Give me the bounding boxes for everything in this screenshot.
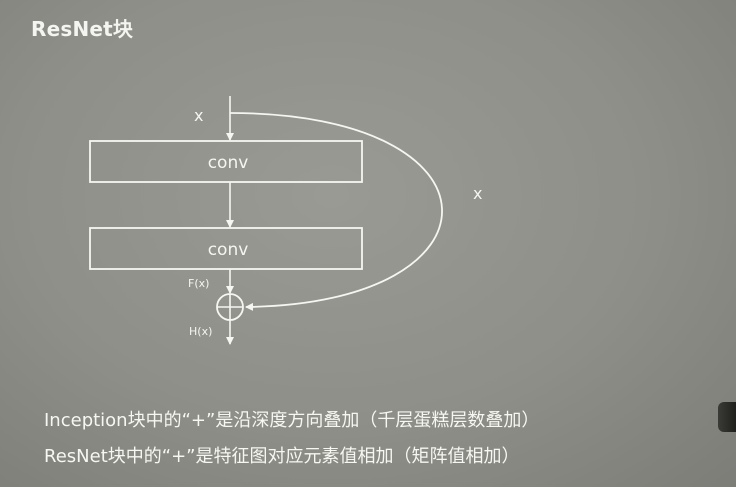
add-operation-icon [216, 293, 244, 321]
slide-title: ResNet块 [31, 17, 134, 41]
note-resnet: ResNet块中的“+”是特征图对应元素值相加（矩阵值相加） [44, 446, 520, 467]
conv-layer-2 [89, 227, 363, 270]
skip-connection-label: x [473, 184, 482, 203]
conv-layer-1 [89, 140, 363, 183]
input-label: x [194, 106, 203, 125]
conv-layer-1-label: conv [208, 153, 249, 173]
note-inception: Inception块中的“+”是沿深度方向叠加（千层蛋糕层数叠加） [44, 410, 540, 431]
skip-connection-arrow [229, 112, 443, 311]
residual-label: F(x) [188, 277, 209, 290]
notes: Inception块中的“+”是沿深度方向叠加（千层蛋糕层数叠加） ResNet… [44, 403, 734, 475]
conv-layer-2-label: conv [208, 240, 249, 260]
laser-pointer [718, 402, 736, 432]
output-label: H(x) [189, 325, 212, 338]
